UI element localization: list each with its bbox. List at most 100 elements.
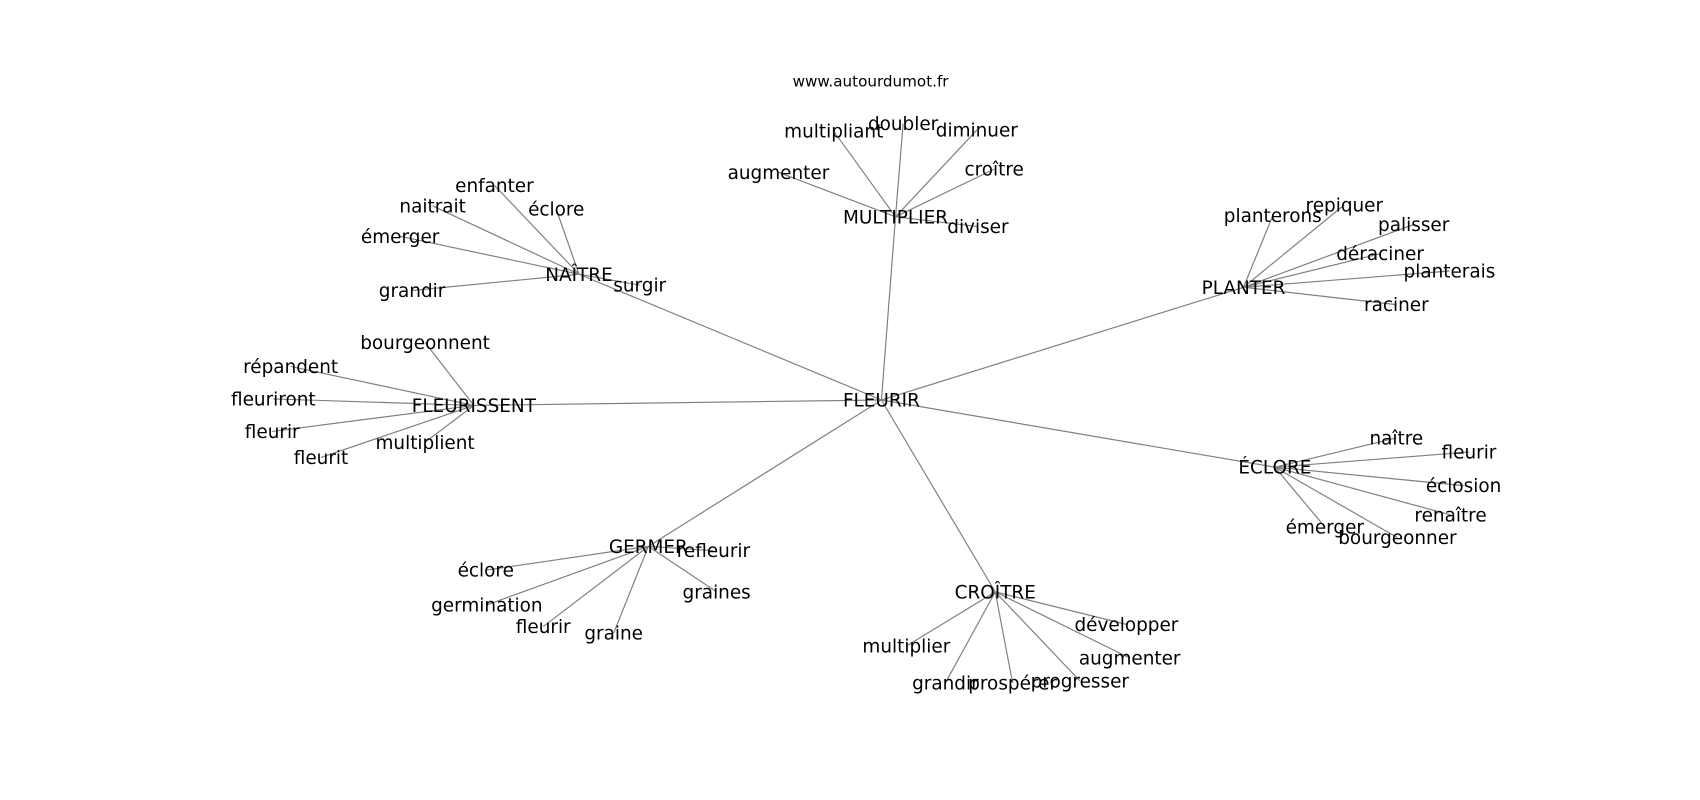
leaf-node-label[interactable]: diviser: [947, 217, 1009, 238]
hub-node-label[interactable]: MULTIPLIER: [843, 207, 948, 228]
edge-hub-leaf: [1274, 466, 1398, 539]
leaf-node-label[interactable]: planterons: [1224, 206, 1322, 227]
leaf-node-label[interactable]: surgir: [613, 276, 666, 297]
edge-hub-leaf: [1243, 286, 1397, 306]
edge-hub-leaf: [555, 209, 580, 275]
leaf-node-label[interactable]: multiplient: [375, 433, 474, 454]
leaf-node-label[interactable]: germination: [431, 595, 543, 616]
leaf-node-label[interactable]: renaître: [1414, 505, 1486, 526]
edge-hub-leaf: [1274, 466, 1464, 487]
edge-hub-leaf: [272, 404, 474, 433]
hub-node-label[interactable]: GERMER: [609, 537, 688, 558]
hub-node-label[interactable]: PLANTER: [1202, 278, 1286, 299]
leaf-node-label[interactable]: augmenter: [728, 163, 830, 184]
leaf-node-label[interactable]: déraciner: [1336, 244, 1424, 265]
edge-hub-leaf: [1274, 437, 1397, 468]
edge-center-hub: [578, 273, 882, 401]
hub-node-label[interactable]: NAÎTRE: [545, 264, 612, 286]
leaf-node-label[interactable]: refleurir: [677, 541, 751, 562]
leaf-node-label[interactable]: graine: [584, 624, 643, 645]
edge-hub-leaf: [1274, 466, 1451, 516]
edge-hub-leaf: [485, 545, 649, 571]
leaf-node-label[interactable]: naitrait: [399, 196, 465, 217]
edge-hub-leaf: [273, 398, 474, 407]
hub-node-label[interactable]: CROÎTRE: [955, 581, 1036, 603]
leaf-node-label[interactable]: fleurir: [245, 422, 300, 443]
leaf-node-label[interactable]: multiplier: [862, 637, 950, 658]
edge-hub-leaf: [494, 184, 580, 275]
edge-hub-leaf: [320, 404, 475, 459]
leaf-node-label[interactable]: doubler: [868, 114, 939, 135]
edge-center-hub: [473, 399, 882, 407]
leaf-node-label[interactable]: bourgeonnent: [360, 333, 490, 354]
leaf-node-label[interactable]: fleurir: [516, 617, 571, 638]
edge-hub-leaf: [906, 591, 996, 647]
leaf-node-label[interactable]: éclosion: [1426, 476, 1501, 497]
leaf-node-label[interactable]: éclore: [528, 200, 584, 221]
leaf-node-label[interactable]: fleuriront: [231, 389, 316, 410]
edge-center-hub: [881, 399, 1276, 468]
edge-hub-leaf: [994, 591, 1081, 682]
edge-hub-leaf: [894, 123, 904, 217]
edge-hub-leaf: [412, 273, 580, 292]
leaf-node-label[interactable]: éclore: [458, 561, 514, 582]
edge-hub-leaf: [1274, 451, 1470, 468]
edge-hub-leaf: [432, 205, 580, 275]
edge-hub-leaf: [895, 129, 978, 218]
edge-hub-leaf: [994, 591, 1014, 684]
leaf-node-label[interactable]: bourgeonner: [1338, 528, 1457, 549]
leaf-node-label[interactable]: répandent: [243, 357, 338, 378]
edge-hub-leaf: [995, 591, 1127, 625]
edge-hub-leaf: [778, 171, 896, 218]
edge-hub-leaf: [1274, 466, 1326, 528]
edge-hub-leaf: [542, 545, 649, 628]
edge-hub-leaf: [424, 342, 475, 406]
edge-center-hub: [880, 399, 996, 593]
leaf-node-label[interactable]: raciner: [1364, 295, 1429, 316]
edge-hub-leaf: [1242, 215, 1274, 288]
edge-center-hub: [881, 286, 1244, 401]
leaf-node-label[interactable]: graines: [683, 582, 751, 603]
leaf-node-label[interactable]: augmenter: [1079, 648, 1181, 669]
hub-node-label[interactable]: ÉCLORE: [1238, 457, 1311, 479]
leaf-node-label[interactable]: croître: [964, 160, 1023, 181]
edge-hub-leaf: [1243, 270, 1450, 288]
edge-hub-leaf: [400, 235, 580, 275]
leaf-node-label[interactable]: naître: [1369, 428, 1423, 449]
leaf-node-label[interactable]: grandir: [379, 281, 446, 302]
edge-hub-leaf: [486, 545, 649, 606]
edges: [272, 123, 1470, 684]
leaf-node-label[interactable]: prospérer: [968, 673, 1057, 694]
leaf-node-label[interactable]: développer: [1074, 615, 1178, 636]
edge-hub-leaf: [895, 168, 995, 218]
leaf-node-label[interactable]: repiquer: [1306, 195, 1384, 216]
edge-hub-leaf: [1243, 204, 1345, 288]
leaf-node-label[interactable]: émerger: [1286, 517, 1365, 538]
leaf-node-label[interactable]: multipliant: [784, 122, 883, 143]
edge-hub-leaf: [613, 546, 649, 634]
leaf-node-label[interactable]: fleurir: [1442, 443, 1497, 464]
leaf-node-label[interactable]: progresser: [1031, 671, 1130, 692]
hub-node-label[interactable]: FLEURISSENT: [412, 396, 537, 417]
edge-hub-leaf: [290, 365, 474, 407]
leaf-node-label[interactable]: enfanter: [455, 176, 534, 197]
leaf-node-label[interactable]: émerger: [361, 227, 440, 248]
edge-hub-leaf: [648, 545, 717, 593]
center-node-label[interactable]: FLEURIR: [843, 391, 920, 412]
leaf-node-label[interactable]: palisser: [1378, 215, 1450, 236]
edge-hub-leaf: [895, 216, 978, 228]
edge-hub-leaf: [1243, 253, 1381, 288]
leaf-node-label[interactable]: planterais: [1404, 262, 1496, 283]
leaf-node-label[interactable]: grandir: [912, 673, 979, 694]
leaf-node-label[interactable]: fleurit: [294, 448, 348, 469]
edge-hub-leaf: [994, 591, 1130, 659]
leaf-node-label[interactable]: diminuer: [936, 121, 1018, 142]
edge-center-hub: [648, 399, 882, 547]
edge-center-hub: [880, 216, 897, 401]
edge-hub-leaf: [944, 591, 996, 684]
edge-hub-leaf: [424, 404, 475, 443]
edge-hub-leaf: [578, 273, 640, 286]
